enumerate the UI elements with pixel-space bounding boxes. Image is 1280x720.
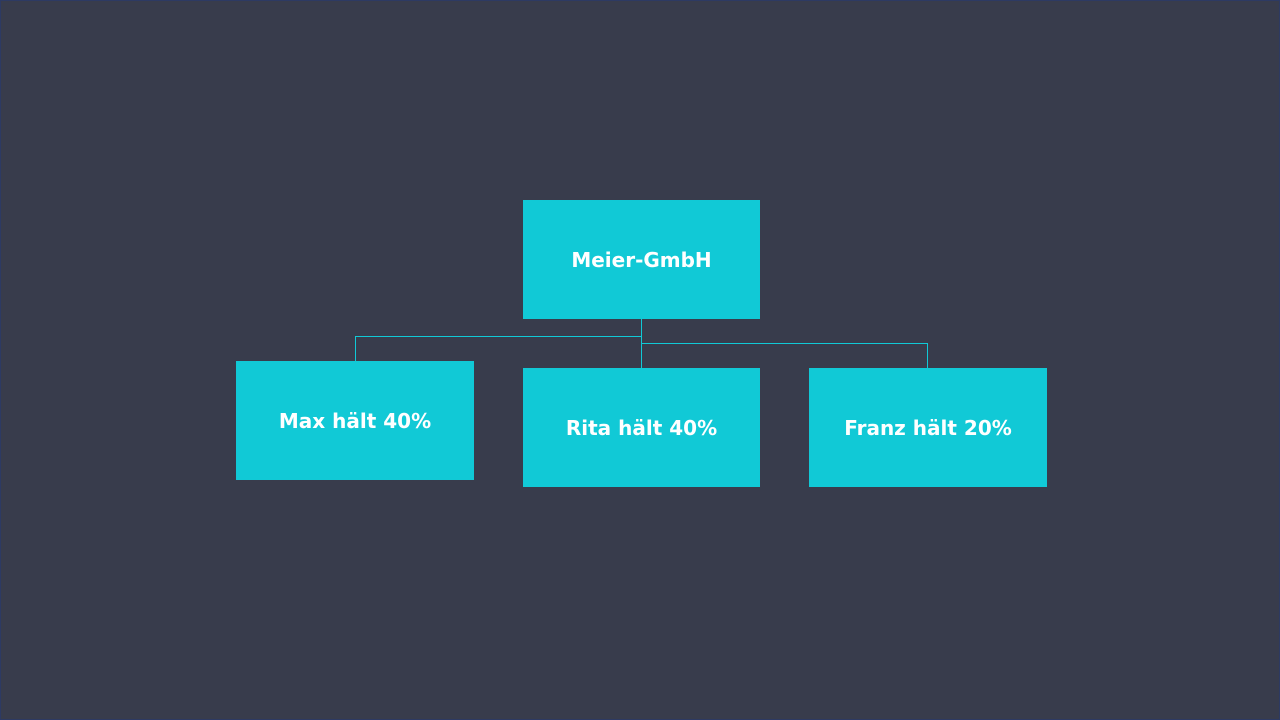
node-label: Franz hält 20% xyxy=(844,415,1012,440)
node-meier-gmbh[interactable]: Meier-GmbH xyxy=(523,200,760,319)
node-label: Rita hält 40% xyxy=(565,415,718,440)
node-label: Max hält 40% xyxy=(278,408,432,433)
node-max[interactable]: Max hält 40% xyxy=(236,361,474,480)
connector-to-max xyxy=(355,336,642,361)
connector-to-franz xyxy=(641,343,928,368)
node-rita[interactable]: Rita hält 40% xyxy=(523,368,760,487)
node-franz[interactable]: Franz hält 20% xyxy=(809,368,1047,487)
node-label: Meier-GmbH xyxy=(571,247,712,272)
